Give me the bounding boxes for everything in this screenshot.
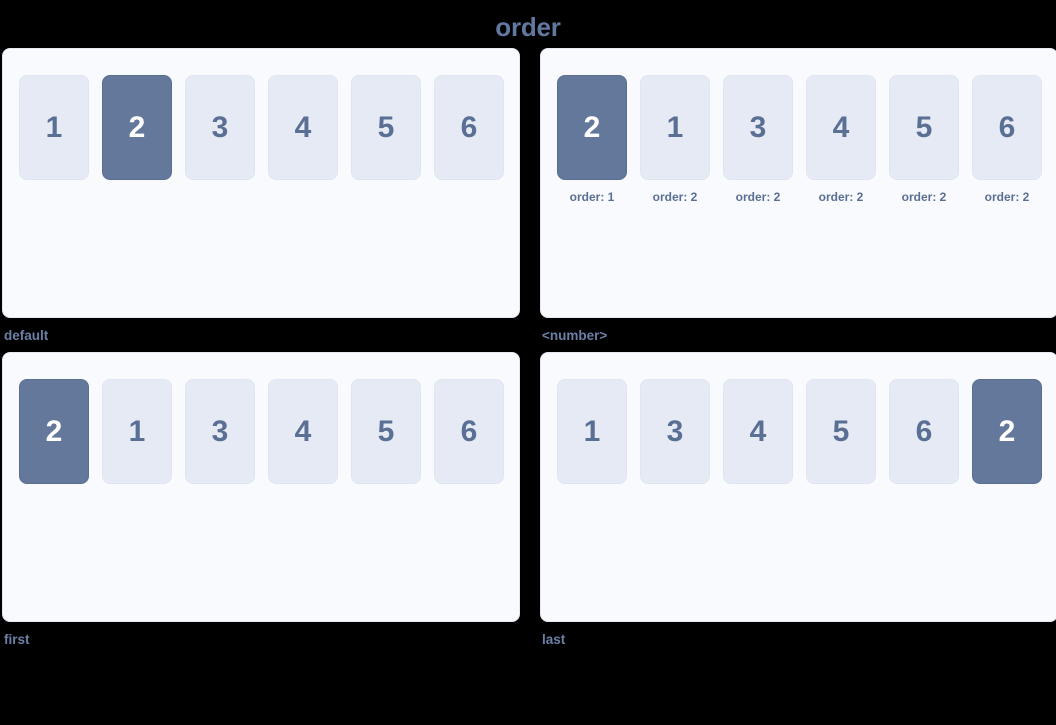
- flex-item: 3: [185, 75, 255, 180]
- flex-item-box[interactable]: 1: [19, 75, 89, 180]
- flex-item-box-highlighted[interactable]: 2: [557, 75, 627, 180]
- flex-item-box[interactable]: 4: [268, 75, 338, 180]
- flex-item: 1: [19, 75, 89, 180]
- flex-item-box[interactable]: 6: [434, 379, 504, 484]
- flex-item-order-caption: order: 2: [735, 190, 781, 204]
- flex-item: 5 order: 2: [889, 75, 959, 204]
- flex-item-box[interactable]: 1: [640, 75, 710, 180]
- flex-item-box[interactable]: 4: [806, 75, 876, 180]
- flex-item: 4 order: 2: [806, 75, 876, 204]
- flex-item: 2: [972, 379, 1042, 484]
- flex-item: 2: [19, 379, 89, 484]
- flex-item-row: 2 order: 1 1 order: 2 3 order: 2 4 order: 2 5 ord…: [541, 75, 1056, 204]
- flex-item-box[interactable]: 4: [268, 379, 338, 484]
- flex-item: 6 order: 2: [972, 75, 1042, 204]
- flex-item: 5: [351, 75, 421, 180]
- flex-item-box[interactable]: 6: [972, 75, 1042, 180]
- flex-item: 2: [102, 75, 172, 180]
- panel-label: first: [4, 632, 30, 647]
- demo-cell: 2 order: 1 1 order: 2 3 order: 2 4 order: 2 5 ord…: [540, 48, 1056, 344]
- flex-item: 1 order: 2: [640, 75, 710, 204]
- flex-item-box[interactable]: 5: [351, 379, 421, 484]
- flex-item: 5: [806, 379, 876, 484]
- flex-item-order-caption: order: 1: [569, 190, 615, 204]
- flex-item: 5: [351, 379, 421, 484]
- flex-item-box[interactable]: 3: [640, 379, 710, 484]
- flex-item-box-highlighted[interactable]: 2: [972, 379, 1042, 484]
- flex-container-panel: 2 order: 1 1 order: 2 3 order: 2 4 order: 2 5 ord…: [540, 48, 1056, 318]
- flex-item: 3: [640, 379, 710, 484]
- flex-item-order-caption: order: 2: [652, 190, 698, 204]
- flex-item-box[interactable]: 5: [889, 75, 959, 180]
- flex-item: 4: [723, 379, 793, 484]
- panel-label: <number>: [542, 328, 608, 343]
- flex-item-box[interactable]: 3: [185, 75, 255, 180]
- flex-item: 6: [434, 379, 504, 484]
- flex-item-box[interactable]: 6: [434, 75, 504, 180]
- flex-item: 1: [102, 379, 172, 484]
- page-title: order: [495, 12, 561, 42]
- flex-item-order-caption: order: 2: [984, 190, 1030, 204]
- flex-item-box[interactable]: 6: [889, 379, 959, 484]
- flex-item: 6: [434, 75, 504, 180]
- flex-item-order-caption: order: 2: [901, 190, 947, 204]
- flex-item: 1: [557, 379, 627, 484]
- flex-item-box[interactable]: 5: [806, 379, 876, 484]
- flex-item: 3 order: 2: [723, 75, 793, 204]
- flex-item-order-caption: order: 2: [818, 190, 864, 204]
- flex-item-box[interactable]: 3: [185, 379, 255, 484]
- flex-item: 2 order: 1: [557, 75, 627, 204]
- panel-label: last: [542, 632, 566, 647]
- flex-item: 4: [268, 379, 338, 484]
- flex-item-box[interactable]: 1: [557, 379, 627, 484]
- flex-item-box-highlighted[interactable]: 2: [102, 75, 172, 180]
- panel-label: default: [4, 328, 49, 343]
- flex-item: 3: [185, 379, 255, 484]
- flex-item-box[interactable]: 1: [102, 379, 172, 484]
- flex-item-box-highlighted[interactable]: 2: [19, 379, 89, 484]
- flex-item-box[interactable]: 5: [351, 75, 421, 180]
- flex-item: 4: [268, 75, 338, 180]
- flex-item-box[interactable]: 4: [723, 379, 793, 484]
- flex-item-box[interactable]: 3: [723, 75, 793, 180]
- flex-item: 6: [889, 379, 959, 484]
